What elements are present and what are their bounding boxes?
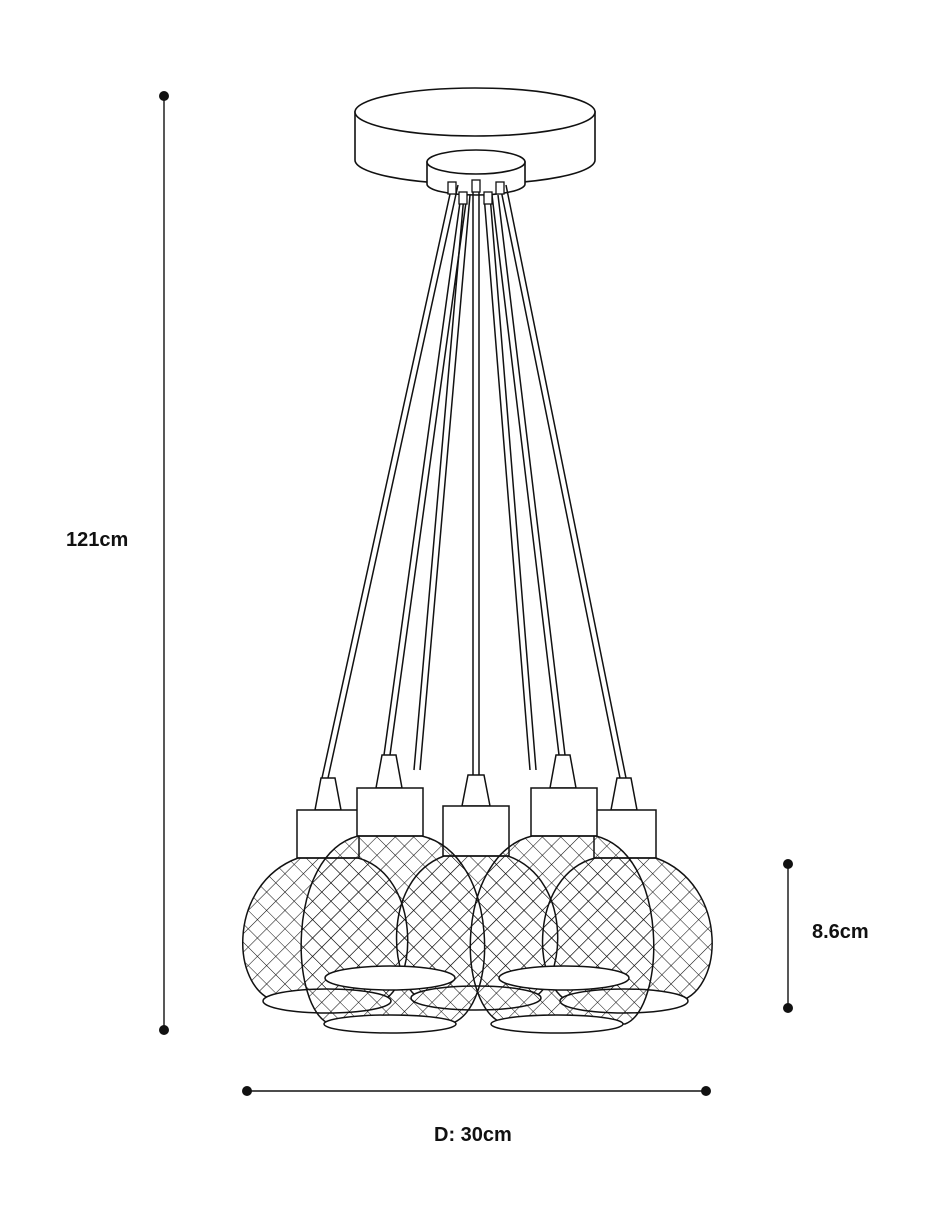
pendant-shade <box>300 754 486 1034</box>
diameter-dimension-label: D: 30cm <box>434 1124 512 1146</box>
pendant-shade <box>469 754 655 1034</box>
shade-height-dimension-label: 8.6cm <box>812 921 869 943</box>
dimension-line-shade-height <box>783 859 793 1013</box>
suspension-cords <box>321 183 627 779</box>
dimension-line-diameter <box>242 1086 711 1096</box>
dimension-line-height <box>159 91 169 1035</box>
ceiling-canopy <box>354 87 596 196</box>
height-dimension-label: 121cm <box>66 529 129 551</box>
